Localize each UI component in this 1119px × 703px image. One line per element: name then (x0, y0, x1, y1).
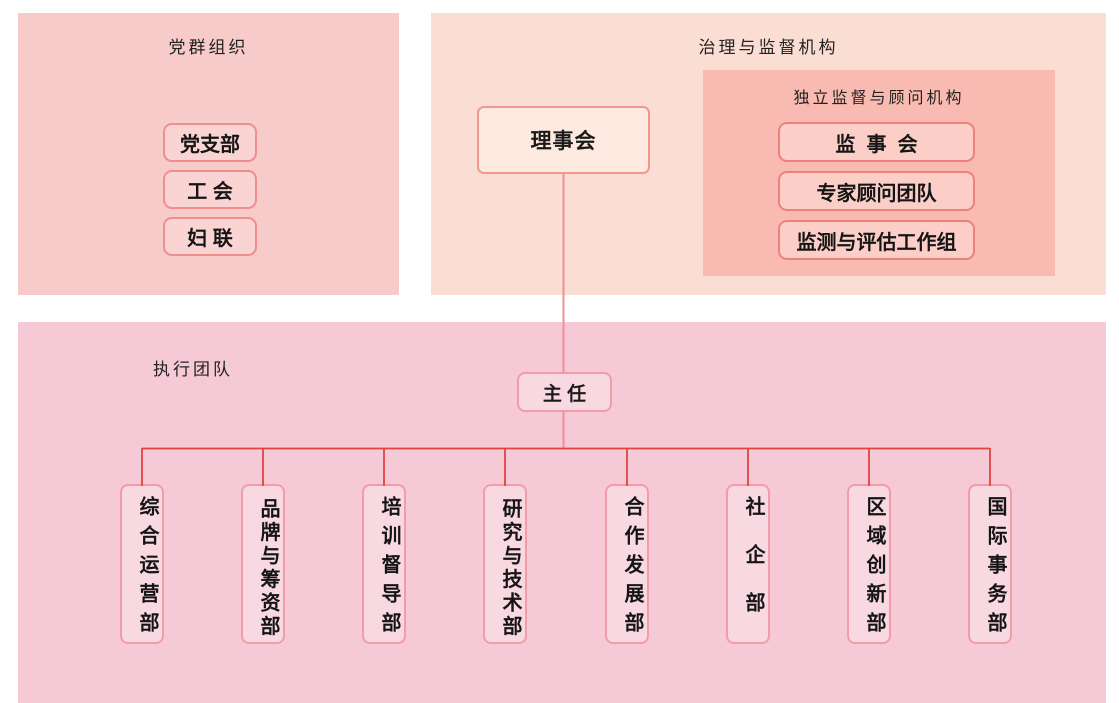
department-box: 综合运营部 (120, 484, 164, 644)
party-panel-title: 党群组织 (168, 38, 249, 58)
department-box: 品牌与筹资部 (241, 484, 285, 644)
governance-panel-title: 治理与监督机构 (698, 38, 839, 58)
department-box: 合作发展部 (605, 484, 649, 644)
department-box: 研究与技术部 (483, 484, 527, 644)
party-organizations-panel: 党群组织 党支部工 会妇 联 (18, 13, 399, 295)
party-org-box: 妇 联 (163, 217, 257, 256)
department-box: 培训督导部 (362, 484, 406, 644)
oversight-box: 监测与评估工作组 (778, 220, 975, 260)
governance-panel: 治理与监督机构 理事会 独立监督与顾问机构 监 事 会专家顾问团队监测与评估工作… (431, 13, 1106, 295)
independent-panel-title: 独立监督与顾问机构 (793, 88, 965, 107)
independent-oversight-panel: 独立监督与顾问机构 监 事 会专家顾问团队监测与评估工作组 (703, 70, 1055, 276)
oversight-list: 监 事 会专家顾问团队监测与评估工作组 (778, 122, 975, 260)
director-box: 主 任 (517, 372, 612, 412)
department-box: 社企部 (726, 484, 770, 644)
party-org-list: 党支部工 会妇 联 (163, 123, 257, 256)
department-box: 区域创新部 (847, 484, 891, 644)
oversight-box: 专家顾问团队 (778, 171, 975, 211)
party-org-box: 工 会 (163, 170, 257, 209)
party-org-box: 党支部 (163, 123, 257, 162)
executive-panel-title: 执行团队 (153, 360, 233, 380)
department-box: 国际事务部 (968, 484, 1012, 644)
executive-team-panel: 执行团队 主 任 综合运营部 品牌与筹资部 培训督导部 研究与技术部 合作发展部 社企部 区… (18, 322, 1106, 703)
oversight-box: 监 事 会 (778, 122, 975, 162)
board-of-directors-box: 理事会 (477, 106, 650, 174)
